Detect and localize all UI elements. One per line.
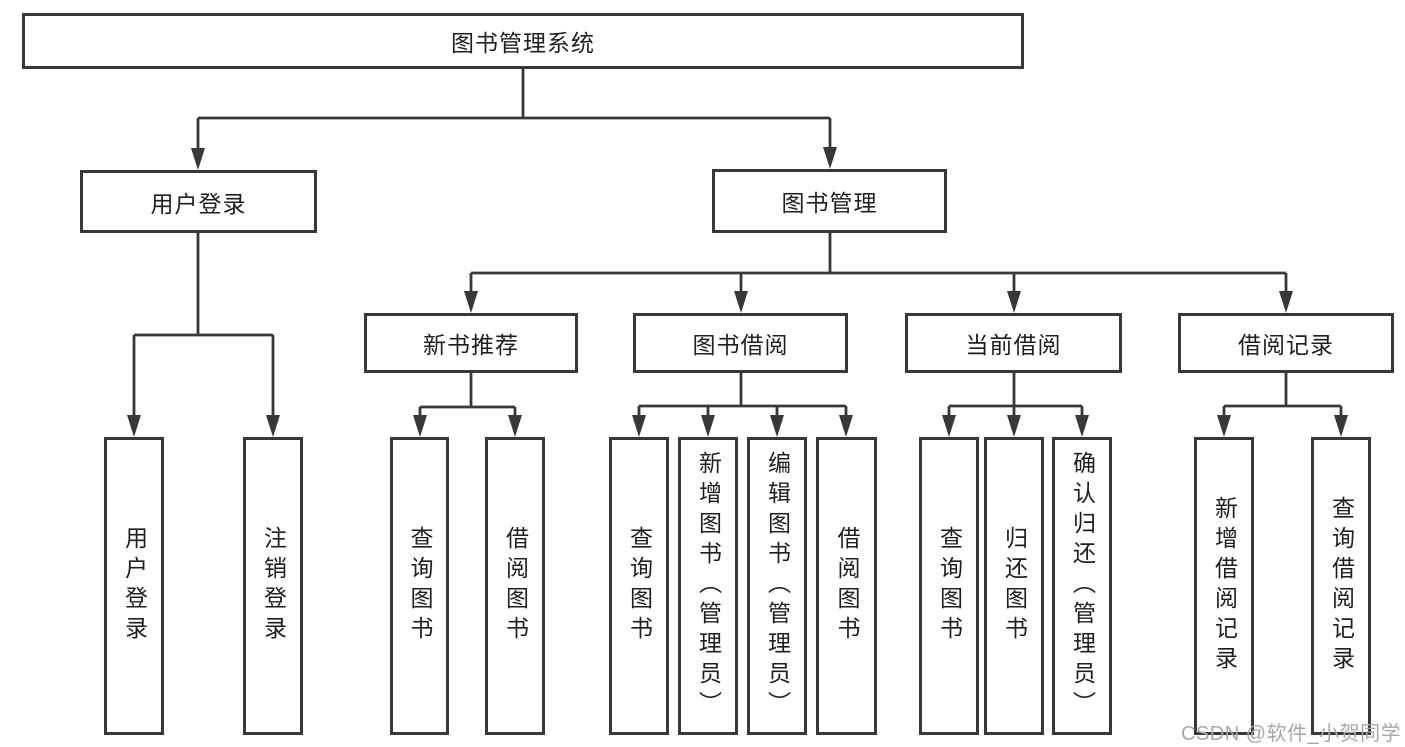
node-library-management-system: 图书管理系统: [22, 13, 1024, 69]
node-label: 当前借阅: [965, 332, 1062, 358]
csdn-watermark: CSDN @软件_小贺同学: [1181, 723, 1402, 745]
leaf-query-books-current: 查询图书: [919, 437, 979, 735]
leaf-label: 用户登录: [121, 526, 148, 646]
leaf-query-borrowing-record: 查询借阅记录: [1311, 437, 1371, 735]
leaf-logout: 注销登录: [243, 437, 303, 735]
connector-current-borrowing-children: [942, 373, 1089, 437]
leaf-label: 查询图书: [407, 526, 433, 646]
node-label: 新书推荐: [423, 332, 519, 358]
node-book-borrowing: 图书借阅: [633, 313, 848, 373]
leaf-add-books-admin: 新增图书（管理员）: [678, 437, 738, 735]
leaf-label: 查询借阅记录: [1328, 496, 1355, 676]
leaf-label: 新增图书（管理员）: [695, 451, 722, 721]
leaf-add-borrowing-record: 新增借阅记录: [1194, 437, 1254, 735]
connector-user-login-children: [127, 233, 280, 437]
leaf-label: 查询图书: [936, 526, 963, 646]
leaf-return-books: 归还图书: [984, 437, 1044, 735]
node-label: 图书借阅: [692, 332, 789, 358]
node-label: 图书管理: [781, 190, 878, 216]
leaf-label: 查询图书: [626, 526, 653, 646]
leaf-edit-books-admin: 编辑图书（管理员）: [747, 437, 807, 735]
node-label: 图书管理系统: [451, 30, 595, 56]
connector-book-borrowing-children: [632, 373, 853, 437]
leaf-label: 注销登录: [260, 526, 287, 646]
leaf-label: 归还图书: [1001, 526, 1028, 646]
leaf-label: 确认归还（管理员）: [1069, 451, 1096, 721]
leaf-borrow-books-borrowing: 借阅图书: [816, 437, 877, 735]
leaf-label: 借阅图书: [834, 526, 860, 646]
connector-borrowing-records-children: [1217, 373, 1348, 437]
leaf-label: 编辑图书（管理员）: [764, 451, 791, 721]
connector-book-management-children: [464, 233, 1293, 313]
node-book-management: 图书管理: [712, 169, 947, 233]
leaf-confirm-return-admin: 确认归还（管理员）: [1052, 437, 1112, 735]
node-new-book-recommendation: 新书推荐: [364, 313, 578, 373]
connector-root-to-level2: [191, 69, 837, 170]
node-user-login: 用户登录: [80, 170, 317, 233]
leaf-query-books-recommend: 查询图书: [390, 437, 449, 735]
leaf-label: 借阅图书: [502, 526, 529, 646]
leaf-user-login: 用户登录: [104, 437, 164, 735]
node-label: 借阅记录: [1238, 332, 1334, 358]
connector-new-book-recommendation-children: [413, 373, 522, 437]
node-borrowing-records: 借阅记录: [1178, 313, 1394, 373]
leaf-borrow-books-recommend: 借阅图书: [485, 437, 545, 735]
leaf-query-books-borrowing: 查询图书: [609, 437, 669, 735]
leaf-label: 新增借阅记录: [1211, 496, 1238, 676]
node-current-borrowing: 当前借阅: [905, 313, 1122, 373]
node-label: 用户登录: [150, 190, 247, 217]
